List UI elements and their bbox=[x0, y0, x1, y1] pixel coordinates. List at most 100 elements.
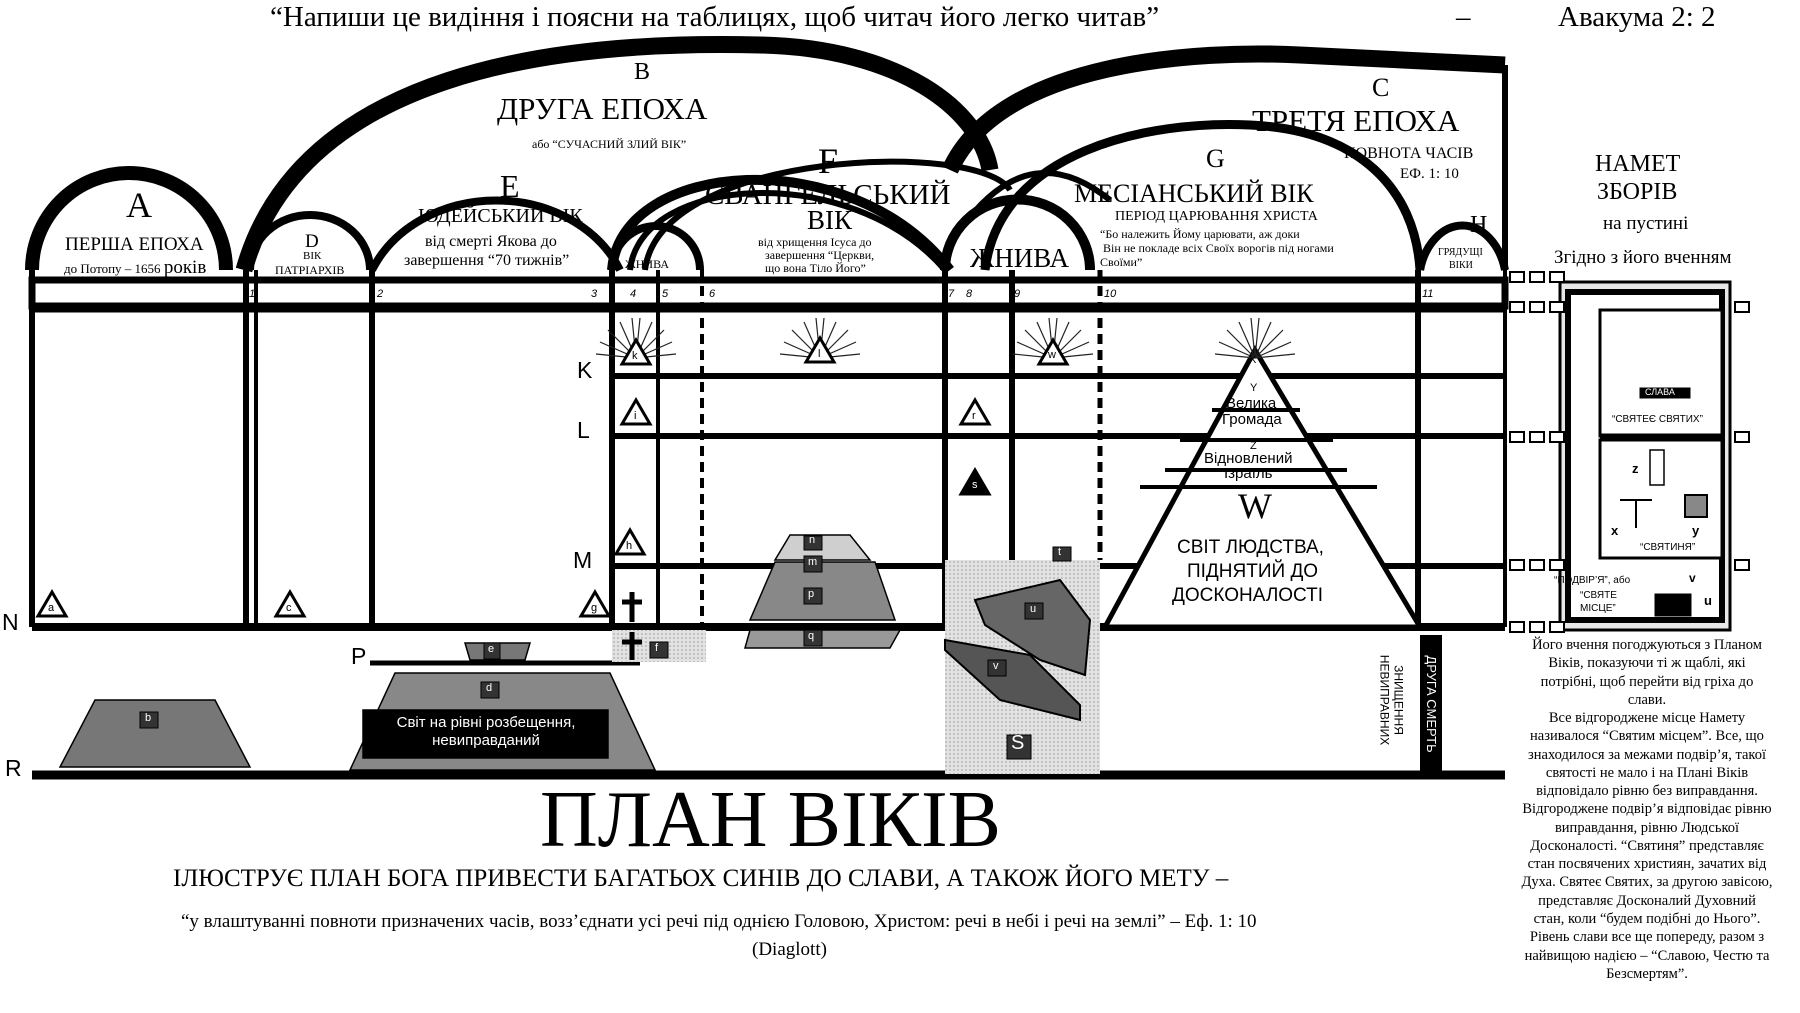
plane-label-p: P bbox=[351, 643, 367, 669]
age-g-quote2: Він не покладе всіх Своїх ворогів під но… bbox=[1103, 241, 1334, 255]
age-f-name2: ВІК bbox=[807, 205, 853, 235]
arch-f2 bbox=[627, 190, 948, 272]
tabernacle-glory: СЛАВА bbox=[1645, 387, 1675, 397]
tabernacle-z: z bbox=[1632, 461, 1639, 476]
period-number-6: 6 bbox=[709, 288, 716, 300]
pyramid-y: Y bbox=[1250, 382, 1258, 394]
marker-m: m bbox=[808, 556, 818, 568]
epoch-c-name: ТРЕТЯ ЕПОХА bbox=[1252, 103, 1460, 138]
marker-l: l bbox=[818, 348, 821, 360]
epoch-arches bbox=[25, 36, 1509, 274]
pyramid-w-text3: ДОСКОНАЛОСТІ bbox=[1172, 585, 1324, 606]
side-line-13: стан посвячених християн, зачатих від bbox=[1527, 856, 1767, 873]
destruction-line2: НЕВИПРАВНИХ bbox=[1377, 654, 1392, 746]
epoch-b-name: ДРУГА ЕПОХА bbox=[497, 91, 708, 126]
side-line-7: знаходилося за межами подвір’я, такої bbox=[1528, 746, 1766, 763]
pyramid-w-text1: СВІТ ЛЮДСТВА, bbox=[1177, 537, 1324, 558]
footer-quote: “у влаштуванні повноти призначених часів… bbox=[181, 911, 1257, 932]
footer-title: ПЛАН ВІКІВ bbox=[540, 776, 1001, 864]
harvest-s-label: S bbox=[1011, 732, 1025, 754]
cross-icons bbox=[622, 592, 642, 660]
age-g-note: ПЕРІОД ЦАРЮВАННЯ ХРИСТА bbox=[1115, 209, 1318, 224]
marker-a: a bbox=[48, 602, 55, 614]
tabernacle-diagram bbox=[1558, 280, 1732, 632]
side-line-12: Досконалості. “Святиня” представляє bbox=[1530, 837, 1764, 854]
side-line-3: потрібні, щоб перейти від гріха до bbox=[1540, 673, 1754, 690]
pyramid-y-text2: Громада bbox=[1222, 411, 1282, 428]
stairs-group bbox=[944, 578, 1092, 722]
epoch-c-letter: C bbox=[1372, 73, 1390, 102]
age-e-letter: E bbox=[500, 168, 520, 204]
plane-label-l: L bbox=[577, 417, 590, 443]
epoch-a-note-end: років bbox=[163, 257, 207, 278]
marker-f: f bbox=[655, 642, 659, 654]
marker-c: c bbox=[286, 602, 292, 614]
marker-q: q bbox=[808, 630, 815, 642]
pyramid-x: X bbox=[1249, 354, 1257, 366]
period-number-7: 7 bbox=[948, 288, 955, 300]
marker-u: u bbox=[1030, 603, 1037, 615]
epoch-b-note: або “СУЧАСНИЙ ЗЛИЙ ВІК” bbox=[532, 137, 687, 151]
gospel-harvest-label: ЖНИВА bbox=[970, 243, 1069, 273]
age-g-quote3: Своїми” bbox=[1100, 255, 1143, 269]
pyramid-w-text2: ПІДНЯТИЙ ДО bbox=[1187, 561, 1319, 582]
arch-b bbox=[235, 36, 999, 273]
tabernacle-court3: МІСЦЕ” bbox=[1580, 603, 1616, 614]
lower-planes-shapes bbox=[58, 642, 657, 771]
destruction-line1: ЗНИЩЕННЯ bbox=[1391, 665, 1406, 735]
side-line-18: найвищою надією – “Славою, Честю та bbox=[1524, 947, 1770, 964]
tabernacle-holiest: “СВЯТЕЄ СВЯТИХ” bbox=[1612, 414, 1703, 425]
header-dash: – bbox=[1456, 1, 1471, 33]
epoch-a-letter: A bbox=[126, 185, 152, 225]
age-e-note1: від смерті Якова до bbox=[425, 233, 557, 250]
marker-n: n bbox=[809, 534, 816, 546]
epoch-b-letter: B bbox=[634, 59, 651, 85]
arch-h bbox=[1416, 221, 1509, 271]
side-line-16: стан, коли “будем подібні до Нього”. bbox=[1533, 910, 1761, 927]
marker-p: p bbox=[808, 588, 815, 600]
side-line-19: Безсмертям”. bbox=[1606, 965, 1688, 982]
side-line-6: називалося “Святим місцем”. Все, що bbox=[1530, 728, 1764, 745]
tabernacle-court2: “СВЯТЕ bbox=[1580, 590, 1617, 601]
age-g-letter: G bbox=[1206, 144, 1225, 173]
pyramid-y-text1: Велика bbox=[1226, 395, 1277, 412]
arch-g-cross bbox=[957, 170, 1112, 232]
age-e-note2: завершення “70 тижнів” bbox=[404, 252, 570, 269]
epoch-c-note1: ПОВНОТА ЧАСІВ bbox=[1344, 145, 1474, 162]
glory-rays-x bbox=[1214, 317, 1296, 359]
side-line-17: Рівень слави все ще попереду, разом з bbox=[1529, 929, 1765, 946]
age-f-letter: F bbox=[818, 141, 839, 181]
period-number-8: 8 bbox=[966, 288, 973, 300]
jewish-harvest-label: ЖНИВА bbox=[625, 257, 669, 271]
header-quote: “Напиши це видіння і поясни на таблицях,… bbox=[270, 1, 1160, 33]
period-number-1: 1 bbox=[249, 288, 256, 300]
triangle-markers bbox=[35, 335, 1070, 618]
period-number-10: 10 bbox=[1104, 288, 1117, 300]
age-d-name1: ВІК bbox=[303, 250, 322, 262]
tabernacle-title1: НАМЕТ bbox=[1595, 151, 1681, 177]
arch-a bbox=[25, 166, 233, 271]
world-box-line2: невиправданий bbox=[432, 732, 540, 750]
marker-e: e bbox=[488, 643, 495, 655]
pyramid-z: Z bbox=[1250, 440, 1257, 452]
period-number-5: 5 bbox=[662, 288, 669, 300]
tabernacle-fence bbox=[1509, 271, 1750, 633]
world-box-text: Світ на рівні розбещення, невиправданий bbox=[366, 714, 606, 751]
tabernacle-court1: “ПОДВІР’Я”, або bbox=[1554, 575, 1631, 586]
epoch-a-note-start: до Потопу – 1656 bbox=[64, 261, 161, 276]
side-line-2: Віків, показуючи ті ж щаблі, які bbox=[1548, 655, 1746, 672]
arch-e bbox=[368, 196, 624, 272]
tabernacle-y: y bbox=[1692, 523, 1700, 538]
age-f-note2: завершення “Церкви, bbox=[765, 248, 875, 262]
side-line-1: Його вчення погоджуються з Планом bbox=[1532, 637, 1762, 653]
period-number-4: 4 bbox=[630, 288, 637, 300]
age-d-name2: ПАТРІАРХІВ bbox=[275, 263, 345, 277]
plane-label-r: R bbox=[5, 755, 22, 781]
marker-b: b bbox=[145, 712, 152, 724]
header-reference: Авакума 2: 2 bbox=[1558, 1, 1716, 33]
age-f-note3: що вона Тіло Його” bbox=[765, 261, 866, 275]
footer-source: (Diaglott) bbox=[752, 939, 827, 960]
age-g-quote1: “Бо належить Йому царювати, аж доки bbox=[1100, 227, 1300, 241]
marker-v: v bbox=[993, 660, 999, 672]
